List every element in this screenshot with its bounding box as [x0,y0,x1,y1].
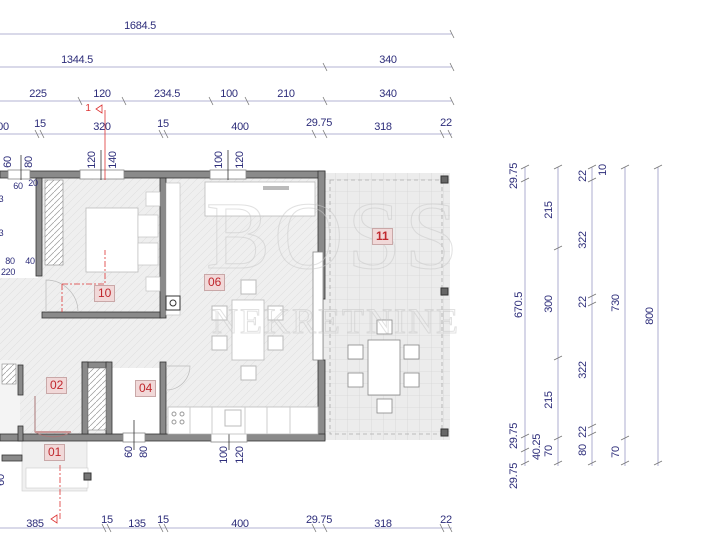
dim-top-r4-3: 15 [157,118,169,130]
int-dim-60: 60 [13,181,23,191]
int-dim-20: 20 [28,178,38,188]
win2-top: 120 [86,151,98,169]
win4-bot: 80 [138,446,150,458]
rdim-c2-1: 300 [543,295,555,313]
dim-bot-4: 400 [231,518,249,530]
dim-top-r4-7: 22 [440,117,452,129]
rdim-c1-3: 40.25 [531,433,543,461]
dim-top-r4-2: 320 [93,121,111,133]
dim-top-r4-1: 15 [34,118,46,130]
rdim-c2-3: 70 [543,445,555,457]
dim-top-r3-3: 100 [220,88,238,100]
win1-top: 60 [2,156,14,168]
int-dim-3a: 3 [0,194,4,204]
walls [0,170,326,462]
rdim-c3-1: 322 [577,231,589,249]
dim-bot-5: 29.75 [305,514,333,526]
dim-total-width: 1684.5 [124,20,156,32]
room-tag-01: 01 [44,444,66,461]
bed [85,207,139,273]
rdim-c3-3: 322 [577,361,589,379]
rdim-c1-0: 29.75 [508,162,520,190]
rdim-c4-0: 730 [610,294,622,312]
int-dim-220: 220 [0,267,16,277]
dim-top-r3-0: 225 [29,88,47,100]
room-tag-06: 06 [204,274,226,291]
rdim-c2-0: 215 [543,201,555,219]
int-dim-80: 80 [5,256,15,266]
room-tag-10: 10 [94,285,116,302]
dimension-lines-top [0,33,452,529]
dim-bot-2: 135 [128,518,146,530]
rdim-c3b-0: 10 [597,164,609,176]
dim-top-r4-0: 00 [0,121,9,133]
dim-top-r3-2: 234.5 [153,88,181,100]
dim-top-r3-1: 120 [93,88,111,100]
dim-top-r3-4: 210 [277,88,295,100]
dim-top-r4-5: 29.75 [305,117,333,129]
room-tag-04: 04 [135,380,157,397]
win2-bot: 140 [107,151,119,169]
dim-bot-3: 15 [157,514,169,526]
int-dim-3b: 3 [0,228,4,238]
dining-table [231,299,265,361]
dimension-lines-right [524,167,659,466]
dim-top-r4-6: 318 [374,121,392,133]
wardrobe-bedroom [44,179,64,266]
win5-bot: 120 [234,446,246,464]
rdim-c3-0: 22 [577,170,589,182]
section-marker-label: 1 [85,103,91,114]
rdim-c3-2: 22 [577,296,589,308]
dim-bot-6: 318 [374,518,392,530]
dim-top-r4-4: 400 [231,121,249,133]
dim-top-r2-0: 1344.5 [61,54,93,66]
rdim-c4-1: 70 [610,446,622,458]
dim-bot-1: 15 [101,514,113,526]
win1-bot: 80 [23,156,35,168]
rdim-c1-2: 29.75 [508,422,520,450]
kitchen-counter-bottom [167,406,319,435]
rdim-c1-1: 670.5 [513,291,525,319]
terrace-floor [322,173,450,440]
kitchen-counter-top [204,181,316,217]
section-arrow-icon [95,104,103,114]
win4-top: 60 [123,446,135,458]
rdim-c3-4: 22 [577,426,589,438]
room-tag-02: 02 [46,377,68,394]
win3-top: 100 [213,151,225,169]
dim-top-r2-1: 340 [379,54,397,66]
int-dim-60b: 60 [0,474,7,486]
rdim-c5-0: 800 [644,307,656,325]
rdim-c2-2: 215 [543,391,555,409]
win5-top: 100 [218,446,230,464]
rdim-c1-4: 29.75 [508,462,520,490]
wardrobe-hall [87,367,107,431]
win3-bot: 120 [234,151,246,169]
rdim-c3-5: 80 [577,444,589,456]
dim-bot-0: 385 [26,518,44,530]
dim-top-r3-5: 340 [379,88,397,100]
room-tag-11: 11 [372,228,393,245]
dim-bot-7: 22 [440,514,452,526]
int-dim-40: 40 [25,256,35,266]
